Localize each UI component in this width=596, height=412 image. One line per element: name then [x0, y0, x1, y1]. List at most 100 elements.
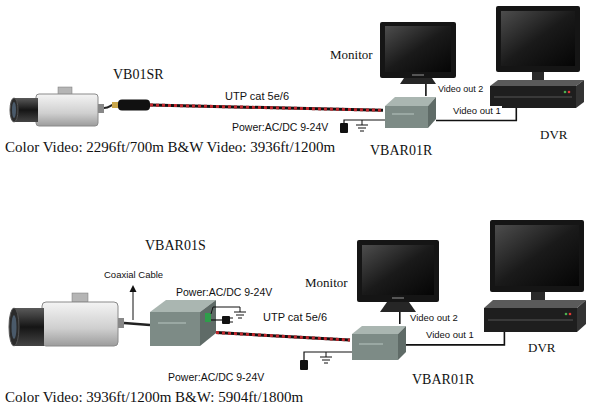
power-label: Power:AC/DC 9-24V	[232, 121, 328, 133]
monitor-drawing	[400, 78, 436, 84]
video-cable	[425, 84, 426, 96]
balun-body	[112, 102, 119, 108]
dvr-drawing	[490, 220, 584, 292]
monitor-drawing	[392, 297, 404, 299]
dvr-drawing	[488, 320, 573, 321]
monitor-drawing	[357, 240, 439, 312]
receiver-box	[385, 97, 436, 128]
cable-label: UTP cat 5e/6	[224, 90, 290, 103]
power-plug	[211, 316, 233, 324]
camera	[118, 318, 124, 328]
ground-symbol	[211, 307, 246, 318]
camera	[10, 87, 104, 126]
ground-symbol	[320, 352, 332, 363]
ground-symbol	[211, 307, 246, 318]
dvr-drawing	[490, 6, 584, 108]
monitor-drawing	[380, 302, 416, 312]
power-plug	[222, 316, 230, 324]
transmitter-box	[150, 300, 216, 346]
receiver-box	[352, 326, 406, 334]
dvr: DVR	[490, 6, 584, 108]
cable-line	[399, 312, 401, 324]
dvr-drawing	[490, 80, 584, 86]
ground-symbol	[356, 120, 368, 131]
device-label: Monitor	[305, 276, 348, 290]
monitor: Monitor	[380, 22, 456, 84]
receiver-box	[392, 113, 414, 115]
dvr-drawing	[532, 72, 544, 80]
dvr-drawing	[501, 11, 575, 66]
cable-twist	[150, 105, 383, 110]
dvr-drawing	[564, 91, 567, 94]
receiver-box	[385, 106, 428, 128]
camera	[72, 293, 88, 302]
balun-body	[112, 100, 150, 111]
range-note: Color Video: 2296ft/700m B&W Video: 3936…	[5, 139, 335, 156]
leader-arrow	[130, 285, 137, 320]
device-label: DVR	[528, 341, 555, 355]
camera	[9, 308, 19, 346]
balun-transmitter: VB01SR	[118, 99, 150, 111]
monitor-drawing	[412, 74, 424, 76]
camera-cable	[104, 105, 113, 108]
monitor-drawing	[362, 245, 434, 295]
range-note: Color Video: 3936ft/1200m B&W: 5904ft/18…	[5, 389, 303, 406]
receiver-box	[428, 97, 436, 128]
cable-label: Video out 1	[425, 330, 475, 341]
cable-label: Video out 1	[452, 106, 502, 117]
cable-line	[150, 105, 383, 110]
cable-label: Video out 2	[437, 84, 484, 94]
device-label: VB01SR	[113, 67, 164, 82]
receiver-box	[385, 97, 436, 106]
cable-line	[425, 84, 427, 96]
power-label: Power:AC/DC 9-24V	[176, 286, 272, 298]
cable-label: UTP cat 5e/6	[262, 311, 328, 324]
monitor: Monitor	[355, 240, 440, 312]
camera	[12, 315, 17, 339]
video-transmitter: VBAR01S	[148, 298, 216, 346]
transmitter-box	[205, 313, 211, 322]
power-plug	[300, 352, 352, 370]
video-cable	[399, 312, 400, 324]
video-receiver: VBAR01R	[383, 96, 436, 130]
utp-cable	[150, 105, 383, 110]
transmitter-box	[150, 312, 200, 346]
cable-callout: Coaxial Cable	[104, 270, 163, 281]
camera	[42, 302, 118, 346]
dvr-drawing	[484, 300, 586, 308]
power-label: Power:AC/DC 9-24V	[168, 371, 264, 383]
power-plug	[230, 318, 233, 322]
monitor-drawing	[380, 22, 456, 84]
cable-line	[216, 333, 350, 340]
camera	[98, 104, 104, 113]
leader-arrow	[133, 291, 134, 320]
dvr-drawing	[569, 313, 572, 316]
dvr-drawing	[484, 308, 577, 332]
dvr-drawing	[495, 225, 579, 286]
monitor-drawing	[385, 26, 451, 72]
camera	[9, 293, 124, 346]
monitor-drawing	[357, 240, 439, 302]
device-label: VBAR01R	[370, 143, 432, 158]
device-label: DVR	[540, 128, 567, 142]
utp-cable	[216, 333, 350, 340]
video-receiver: VBAR01R	[350, 324, 406, 362]
transmitter-box	[158, 322, 186, 324]
device-label: VBAR01S	[145, 238, 206, 253]
device-label: VBAR01R	[412, 372, 474, 387]
dvr-drawing	[484, 220, 586, 332]
power-plug	[340, 123, 348, 133]
power-plug	[300, 360, 308, 370]
monitor-drawing	[380, 22, 456, 78]
camera-cable	[104, 105, 113, 108]
ground-symbol	[356, 120, 368, 131]
receiver-box	[359, 343, 383, 345]
cable-twist	[216, 333, 350, 340]
cable-label: Video out 2	[409, 313, 459, 324]
dvr-drawing	[577, 300, 586, 332]
coaxial-cable	[124, 323, 150, 325]
dvr-drawing	[496, 6, 580, 72]
